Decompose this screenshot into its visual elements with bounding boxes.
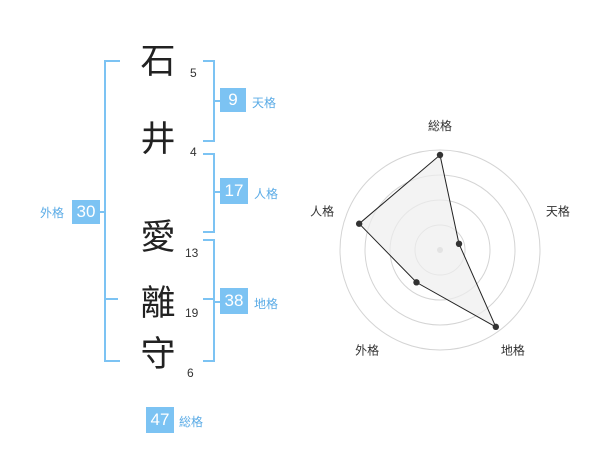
jinkaku-value: 17	[220, 178, 248, 204]
chikaku-connector	[214, 301, 220, 303]
chikaku-bracket-divider	[203, 298, 213, 300]
tenkaku-label: 天格	[252, 96, 277, 110]
gaikaku-bracket-divider	[104, 298, 118, 300]
jinkaku-bracket	[203, 153, 215, 233]
chikaku-bracket	[203, 239, 215, 362]
gaikaku-bracket-connector	[100, 211, 106, 213]
soukaku-label: 総格	[179, 415, 204, 429]
stroke-count-2: 4	[190, 145, 197, 159]
radar-point-5	[355, 220, 363, 227]
stroke-count-5: 6	[187, 366, 194, 380]
name-char-1: 石	[140, 42, 176, 82]
gaikaku-value: 30	[72, 200, 100, 224]
soukaku-value: 47	[146, 407, 174, 433]
radar-center	[437, 247, 443, 253]
name-char-2: 井	[140, 120, 176, 160]
radar-point-1	[436, 151, 444, 159]
stroke-count-4: 19	[185, 306, 199, 320]
radar-point-3	[492, 323, 500, 331]
stroke-count-3: 13	[185, 246, 199, 260]
chikaku-value: 38	[220, 288, 248, 314]
radar-ring-2	[389, 199, 491, 301]
radar-ring-1	[414, 224, 466, 276]
radar-axis-label-4: 外格	[355, 342, 379, 357]
name-char-4: 離	[140, 284, 176, 324]
radar-axis-label-2: 天格	[546, 204, 570, 219]
radar-ring-3	[364, 174, 516, 326]
name-char-5: 守	[140, 335, 176, 375]
tenkaku-value: 9	[220, 88, 246, 112]
gaikaku-bracket	[104, 60, 120, 362]
radar-point-4	[413, 279, 420, 286]
jinkaku-label: 人格	[254, 187, 279, 201]
radar-series-polygon	[358, 154, 497, 329]
tenkaku-connector	[214, 100, 220, 102]
radar-point-2	[455, 240, 463, 248]
chikaku-label: 地格	[254, 297, 279, 311]
stroke-count-1: 5	[190, 66, 197, 80]
radar-axis-label-5: 人格	[310, 204, 334, 219]
radar-ring-4	[339, 149, 541, 351]
radar-axis-label-1: 総格	[428, 118, 452, 133]
name-char-3: 愛	[140, 218, 176, 258]
gaikaku-label: 外格	[40, 206, 65, 220]
radar-axis-label-3: 地格	[501, 342, 525, 357]
jinkaku-connector	[214, 191, 220, 193]
